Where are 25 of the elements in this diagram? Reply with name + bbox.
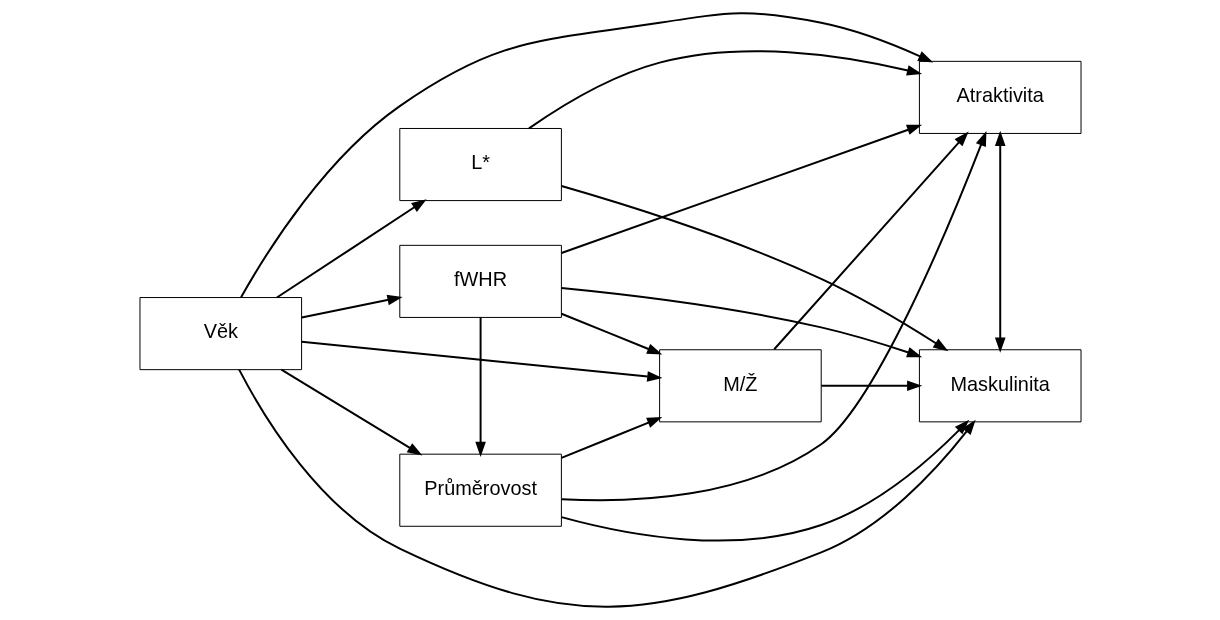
arrow [237,368,976,608]
arrow [560,419,969,542]
node-box: Maskulinita [918,349,1082,423]
arrow [275,199,427,299]
arrow [772,131,969,351]
arrow [994,130,1006,353]
arrow [560,417,662,459]
arrow [527,50,922,130]
arrow [239,12,933,299]
arrow [300,294,403,319]
arrow [819,380,922,392]
arrow [279,368,422,456]
node-box: Atraktivita [918,60,1082,134]
node-box: fWHR [398,244,562,318]
node-box: Průměrovost [398,453,562,527]
arrow [560,185,948,352]
arrow [559,287,922,358]
node-box: L* [398,128,562,202]
arrow [474,316,486,457]
arrow [560,124,922,255]
node-box: Věk [138,297,302,371]
arrow [300,340,662,382]
arrow [560,130,986,502]
node-box: M/Ž [658,349,822,423]
arrow [560,312,662,355]
